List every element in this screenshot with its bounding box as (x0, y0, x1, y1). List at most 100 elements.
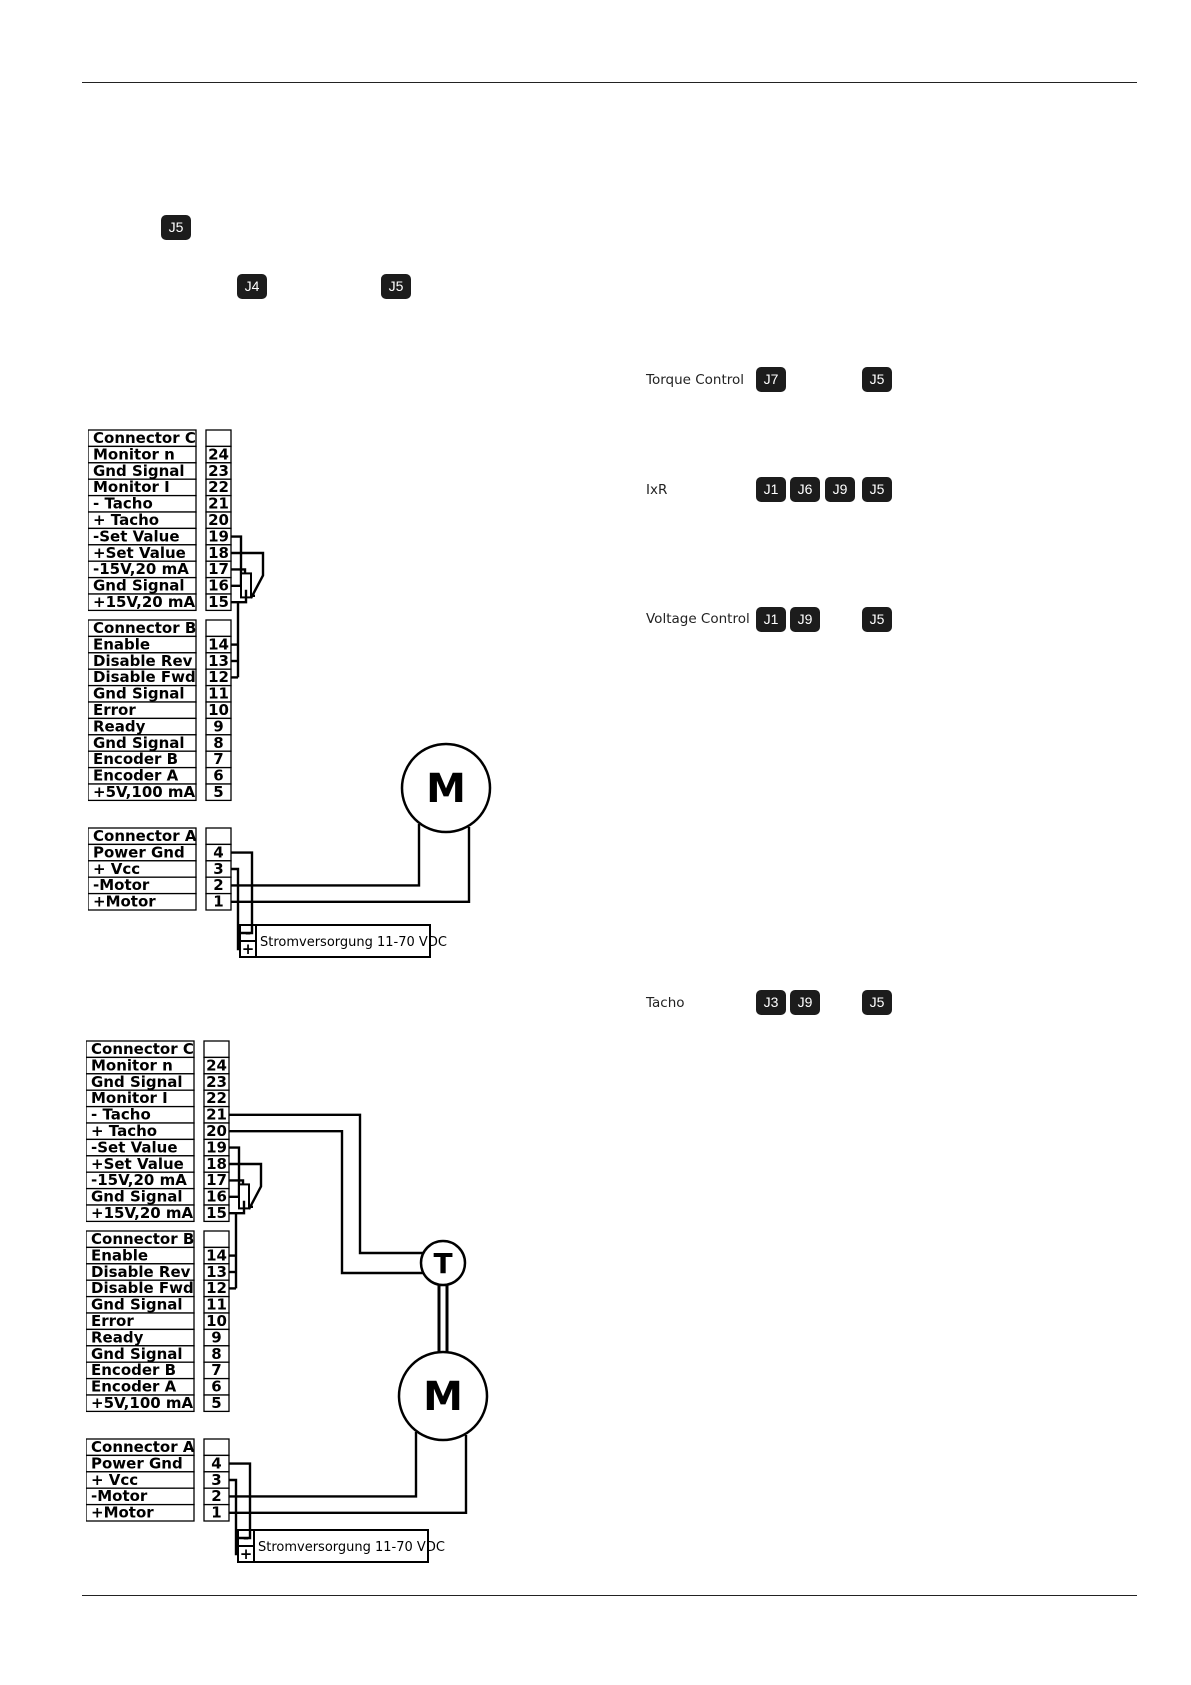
connector-c-pin-number: 23 (206, 1073, 227, 1091)
jumper-badge: J1 (756, 477, 786, 502)
connector-c-row-label: Monitor I (93, 478, 170, 496)
jumper-badge: J7 (756, 367, 786, 392)
connector-b-pin-number: 5 (213, 783, 223, 801)
connector-b-pin-number: 13 (208, 652, 229, 670)
connector-c-row-label: +15V,20 mA (93, 593, 196, 611)
vcc-wire (229, 1478, 238, 1556)
connector-a-pin-number: 1 (213, 893, 223, 911)
connector-c-row-label: +Set Value (91, 1155, 184, 1173)
connector-a-row-label: -Motor (93, 876, 150, 894)
connector-b-row-label: Encoder B (93, 750, 178, 768)
connector-b-pin-number: 10 (206, 1312, 227, 1330)
connector-c-pin-number: 17 (208, 560, 229, 578)
jumper-badge: J5 (862, 477, 892, 502)
connector-c-row-label: -15V,20 mA (91, 1171, 187, 1189)
connector-c-pin-number: 18 (208, 544, 229, 562)
connector-c-pin-number: 17 (206, 1171, 227, 1189)
connector-b-row-label: Enable (93, 635, 150, 653)
connector-c-pin-number: 22 (206, 1089, 227, 1107)
connector-c-row-label: - Tacho (91, 1106, 151, 1124)
connector-b-row-label: +5V,100 mA (93, 783, 196, 801)
connector-b-row-label: Error (93, 701, 136, 719)
connector-c-pin-number: 23 (208, 462, 229, 480)
connector-b-pin-number: 6 (211, 1378, 221, 1396)
connector-a-pin-number: 2 (211, 1487, 221, 1505)
connector-a-row-label: + Vcc (91, 1471, 138, 1489)
connector-b-row-label: Disable Fwd (91, 1279, 194, 1297)
footer-rule (82, 1595, 1137, 1596)
power-gnd-wire (231, 851, 254, 935)
connector-c-pin-number: 18 (206, 1155, 227, 1173)
connector-c-pin-number: 21 (206, 1106, 227, 1124)
jumper-badge-j5-top-b: J5 (381, 274, 411, 299)
connector-c-pin-number: 19 (206, 1138, 227, 1156)
connector-c-header: Connector C (91, 1040, 194, 1058)
connector-c-row-label: Monitor I (91, 1089, 168, 1107)
plus-15v-wire (229, 1200, 246, 1215)
connector-c-row-cell (88, 593, 197, 612)
connector-b-pin-number: 12 (208, 668, 229, 686)
connector-c-row-label: -15V,20 mA (93, 560, 189, 578)
connector-c-pin-number: 20 (206, 1122, 227, 1140)
connector-c-row-label: -Set Value (93, 527, 180, 545)
vcc-wire (231, 867, 240, 951)
pot-wiper-wire (229, 1162, 263, 1210)
connector-a-pin-number: 4 (213, 843, 223, 861)
connector-a-row-label: +Motor (91, 1504, 154, 1522)
connector-c-pin-number: 16 (208, 577, 229, 595)
connector-b-pin-number: 14 (208, 635, 229, 653)
power-gnd-wire (229, 1462, 252, 1540)
connector-b-pin-number: 8 (213, 734, 223, 752)
connector-c-header: Connector C (93, 429, 196, 447)
motor-label: M (426, 766, 466, 812)
connector-b-row-label: Disable Rev (93, 652, 193, 670)
connector-a-header-pin-cell (205, 827, 232, 846)
jumper-badge-j5-top: J5 (161, 215, 191, 240)
tacho-label: T (433, 1247, 452, 1280)
connector-c-pin-number: 15 (208, 593, 229, 611)
connector-c-row-label: -Set Value (91, 1138, 178, 1156)
connector-b-pin-number: 9 (211, 1328, 221, 1346)
jumper-badge: J9 (790, 990, 820, 1015)
power-supply-plus: + (240, 1545, 253, 1563)
connector-b-pin-number: 13 (206, 1263, 227, 1281)
connector-b-row-label: Encoder B (91, 1361, 176, 1379)
connector-a-row-cell (86, 1503, 195, 1522)
connector-b-pin-number: 7 (213, 750, 223, 768)
power-supply-box (239, 924, 431, 958)
connector-b-pin-cell (203, 1394, 230, 1413)
connector-c-pin-number: 16 (206, 1188, 227, 1206)
mode-label: Tacho (646, 995, 685, 1011)
jumper-badge: J9 (790, 607, 820, 632)
connector-c-pin-number: 21 (208, 495, 229, 513)
connector-a-pin-number: 1 (211, 1504, 221, 1522)
connector-c-row-label: - Tacho (93, 495, 153, 513)
connector-a-header: Connector A (91, 1438, 195, 1456)
jumper-badge: J6 (790, 477, 820, 502)
jumper-badge: J5 (862, 990, 892, 1015)
mode-label: Voltage Control (646, 611, 750, 627)
connector-b-row-cell (86, 1394, 195, 1413)
connector-b-pin-cell (205, 783, 232, 802)
jumper-badge: J9 (825, 477, 855, 502)
mode-label: Torque Control (646, 372, 745, 388)
connector-b-pin-number: 12 (206, 1279, 227, 1297)
connector-b-row-label: Gnd Signal (91, 1296, 183, 1314)
connector-b-pin-number: 14 (206, 1246, 227, 1264)
connector-a-row-label: + Vcc (93, 860, 140, 878)
connector-b-row-label: Encoder A (93, 767, 179, 785)
jumper-badge: J5 (862, 607, 892, 632)
minus-tacho-wire (229, 1113, 423, 1255)
connector-c-row-label: Monitor n (93, 445, 175, 463)
power-supply-label: Stromversorgung 11-70 VDC (258, 1540, 445, 1555)
set-value-wire (231, 535, 243, 588)
connector-b-header: Connector B (93, 619, 196, 637)
motor-symbol (400, 742, 492, 834)
connector-c-pin-number: 19 (208, 527, 229, 545)
jumper-badge: J5 (862, 367, 892, 392)
connector-b-header-pin-cell (205, 619, 232, 638)
connector-a-row-label: -Motor (91, 1487, 148, 1505)
jumper-badge: J3 (756, 990, 786, 1015)
